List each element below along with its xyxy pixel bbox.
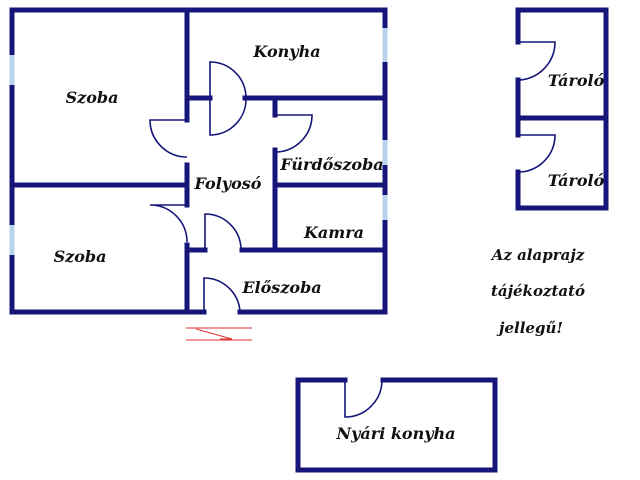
room-label-nyari-konyha: Nyári konyha	[335, 424, 455, 443]
door-swings	[149, 61, 313, 313]
note-line-3: jellegű!	[496, 319, 563, 337]
room-label-kamra: Kamra	[303, 223, 364, 242]
room-label-tarolo-1: Tároló	[548, 71, 605, 90]
storage-building-walls	[515, 7, 609, 211]
room-label-szoba-1: Szoba	[66, 88, 119, 107]
room-label-furdoszoba: Fürdőszoba	[279, 155, 383, 174]
room-label-folyoso: Folyosó	[194, 174, 262, 193]
room-label-szoba-2: Szoba	[54, 247, 107, 266]
note-line-2: tájékoztató	[491, 282, 585, 300]
entrance-marker	[186, 327, 252, 341]
room-label-tarolo-2: Tároló	[548, 171, 605, 190]
room-labels: Szoba Szoba Konyha Fürdőszoba Folyosó Ka…	[54, 42, 605, 443]
summer-kitchen-walls	[295, 377, 498, 473]
note-line-1: Az alaprajz	[490, 246, 585, 264]
room-label-eloszoba: Előszoba	[241, 278, 321, 297]
room-label-konyha: Konyha	[252, 42, 320, 61]
disclaimer-note: Az alaprajz tájékoztató jellegű!	[490, 246, 585, 337]
